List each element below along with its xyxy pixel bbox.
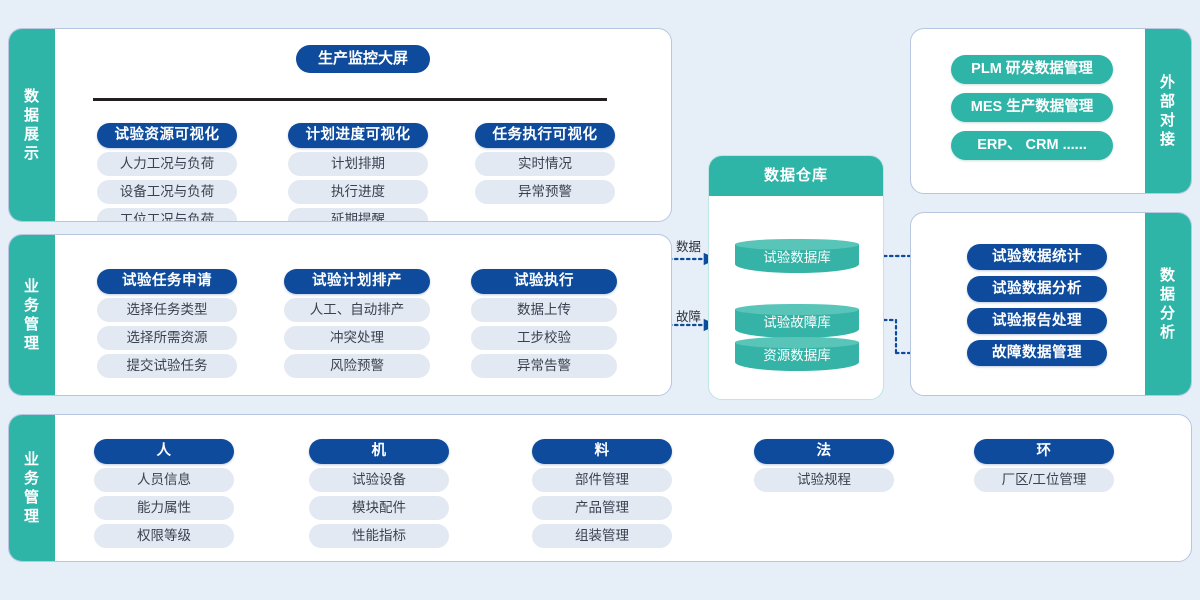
production-monitor-banner[interactable]: 生产监控大屏 [295,45,430,73]
flow-item[interactable]: 数据上传 [471,298,617,322]
analysis-item-report[interactable]: 试验报告处理 [967,308,1107,334]
master-column-huan-title[interactable]: 环 [974,439,1114,464]
external-item-erp-crm[interactable]: ERP、 CRM ...... [951,131,1113,160]
sidetab-master-data-label: 业务管理 [24,450,41,526]
db-resource-data-label: 资源数据库 [763,348,831,363]
display-column-task-title[interactable]: 任务执行可视化 [475,123,615,148]
display-column-resource-title[interactable]: 试验资源可视化 [97,123,237,148]
display-item[interactable]: 执行进度 [288,180,428,204]
flow-item[interactable]: 冲突处理 [284,326,430,350]
db-test-data-label: 试验数据库 [763,250,831,265]
data-warehouse: 数据仓库 试验数据库 试验故障库 资源数据库 [708,155,884,400]
display-item[interactable]: 实时情况 [475,152,615,176]
display-item[interactable]: 异常预警 [475,180,615,204]
sidetab-business-flow-label: 业务管理 [24,277,41,353]
external-items: PLM 研发数据管理 MES 生产数据管理 ERP、 CRM ...... [951,55,1113,160]
sidetab-analysis-label: 数据分析 [1160,266,1177,342]
connector-label-fault: 故障 [676,310,702,324]
display-item[interactable]: 人力工况与负荷 [97,152,237,176]
flow-item[interactable]: 提交试验任务 [97,354,237,378]
display-item[interactable]: 计划排期 [288,152,428,176]
connector-label-data: 数据 [676,240,702,254]
db-cylinder-top [735,337,859,348]
master-column-liao-title[interactable]: 料 [532,439,672,464]
master-item[interactable]: 厂区/工位管理 [974,468,1114,492]
master-column-ji-title[interactable]: 机 [309,439,449,464]
flow-item[interactable]: 风险预警 [284,354,430,378]
sidetab-master-data: 业务管理 [9,415,55,561]
master-item[interactable]: 人员信息 [94,468,234,492]
section-analysis: 数据分析 试验数据统计 试验数据分析 试验报告处理 故障数据管理 [910,212,1192,396]
flow-column-plan-title[interactable]: 试验计划排产 [284,269,430,294]
analysis-item-stats[interactable]: 试验数据统计 [967,244,1107,270]
master-column-fa: 法 试验规程 [754,439,894,492]
db-test-data[interactable]: 试验数据库 [735,239,859,273]
master-column-ren-title[interactable]: 人 [94,439,234,464]
master-column-fa-title[interactable]: 法 [754,439,894,464]
sidetab-business-flow: 业务管理 [9,235,55,395]
data-warehouse-title: 数据仓库 [709,156,883,196]
external-item-mes[interactable]: MES 生产数据管理 [951,93,1113,122]
display-column-plan: 计划进度可视化 计划排期 执行进度 延期提醒 [288,123,428,221]
flow-item[interactable]: 工步校验 [471,326,617,350]
master-item[interactable]: 组装管理 [532,524,672,548]
sidetab-external-label: 外部对接 [1160,73,1177,149]
flow-column-plan: 试验计划排产 人工、自动排产 冲突处理 风险预警 [284,269,430,378]
sidetab-external: 外部对接 [1145,29,1191,193]
master-item[interactable]: 能力属性 [94,496,234,520]
flow-item[interactable]: 选择所需资源 [97,326,237,350]
db-cylinder-top [735,304,859,315]
flow-column-apply: 试验任务申请 选择任务类型 选择所需资源 提交试验任务 [97,269,237,378]
section-data-display: 数据展示 生产监控大屏 试验资源可视化 人力工况与负荷 设备工况与负荷 工位工况… [8,28,672,222]
display-column-plan-title[interactable]: 计划进度可视化 [288,123,428,148]
external-item-plm[interactable]: PLM 研发数据管理 [951,55,1113,84]
flow-column-apply-title[interactable]: 试验任务申请 [97,269,237,294]
sidetab-data-display: 数据展示 [9,29,55,221]
analysis-item-fault[interactable]: 故障数据管理 [967,340,1107,366]
sidetab-analysis: 数据分析 [1145,213,1191,395]
master-column-liao: 料 部件管理 产品管理 组装管理 [532,439,672,548]
master-item[interactable]: 模块配件 [309,496,449,520]
flow-item[interactable]: 选择任务类型 [97,298,237,322]
section-external: 外部对接 PLM 研发数据管理 MES 生产数据管理 ERP、 CRM ....… [910,28,1192,194]
display-item[interactable]: 设备工况与负荷 [97,180,237,204]
db-test-fault[interactable]: 试验故障库 [735,304,859,338]
flow-column-exec: 试验执行 数据上传 工步校验 异常告警 [471,269,617,378]
display-item[interactable]: 延期提醒 [288,208,428,221]
db-test-fault-label: 试验故障库 [763,315,831,330]
master-item[interactable]: 试验规程 [754,468,894,492]
display-column-task: 任务执行可视化 实时情况 异常预警 [475,123,615,204]
analysis-item-analysis[interactable]: 试验数据分析 [967,276,1107,302]
master-item[interactable]: 权限等级 [94,524,234,548]
header-divider [93,98,607,101]
master-item[interactable]: 性能指标 [309,524,449,548]
analysis-items: 试验数据统计 试验数据分析 试验报告处理 故障数据管理 [967,244,1107,366]
display-column-resource: 试验资源可视化 人力工况与负荷 设备工况与负荷 工位工况与负荷 [97,123,237,221]
master-column-ji: 机 试验设备 模块配件 性能指标 [309,439,449,548]
flow-item[interactable]: 人工、自动排产 [284,298,430,322]
master-column-ren: 人 人员信息 能力属性 权限等级 [94,439,234,548]
sidetab-data-display-label: 数据展示 [24,87,41,163]
master-item[interactable]: 试验设备 [309,468,449,492]
flow-item[interactable]: 异常告警 [471,354,617,378]
master-column-huan: 环 厂区/工位管理 [974,439,1114,492]
flow-column-exec-title[interactable]: 试验执行 [471,269,617,294]
display-item[interactable]: 工位工况与负荷 [97,208,237,221]
banner-wrap: 生产监控大屏 [55,45,671,73]
master-item[interactable]: 部件管理 [532,468,672,492]
db-cylinder-top [735,239,859,250]
db-resource-data[interactable]: 资源数据库 [735,337,859,371]
section-master-data: 业务管理 人 人员信息 能力属性 权限等级 机 试验设备 模块配件 性能指标 料… [8,414,1192,562]
master-item[interactable]: 产品管理 [532,496,672,520]
section-business-flow: 业务管理 试验任务申请 选择任务类型 选择所需资源 提交试验任务 试验计划排产 … [8,234,672,396]
